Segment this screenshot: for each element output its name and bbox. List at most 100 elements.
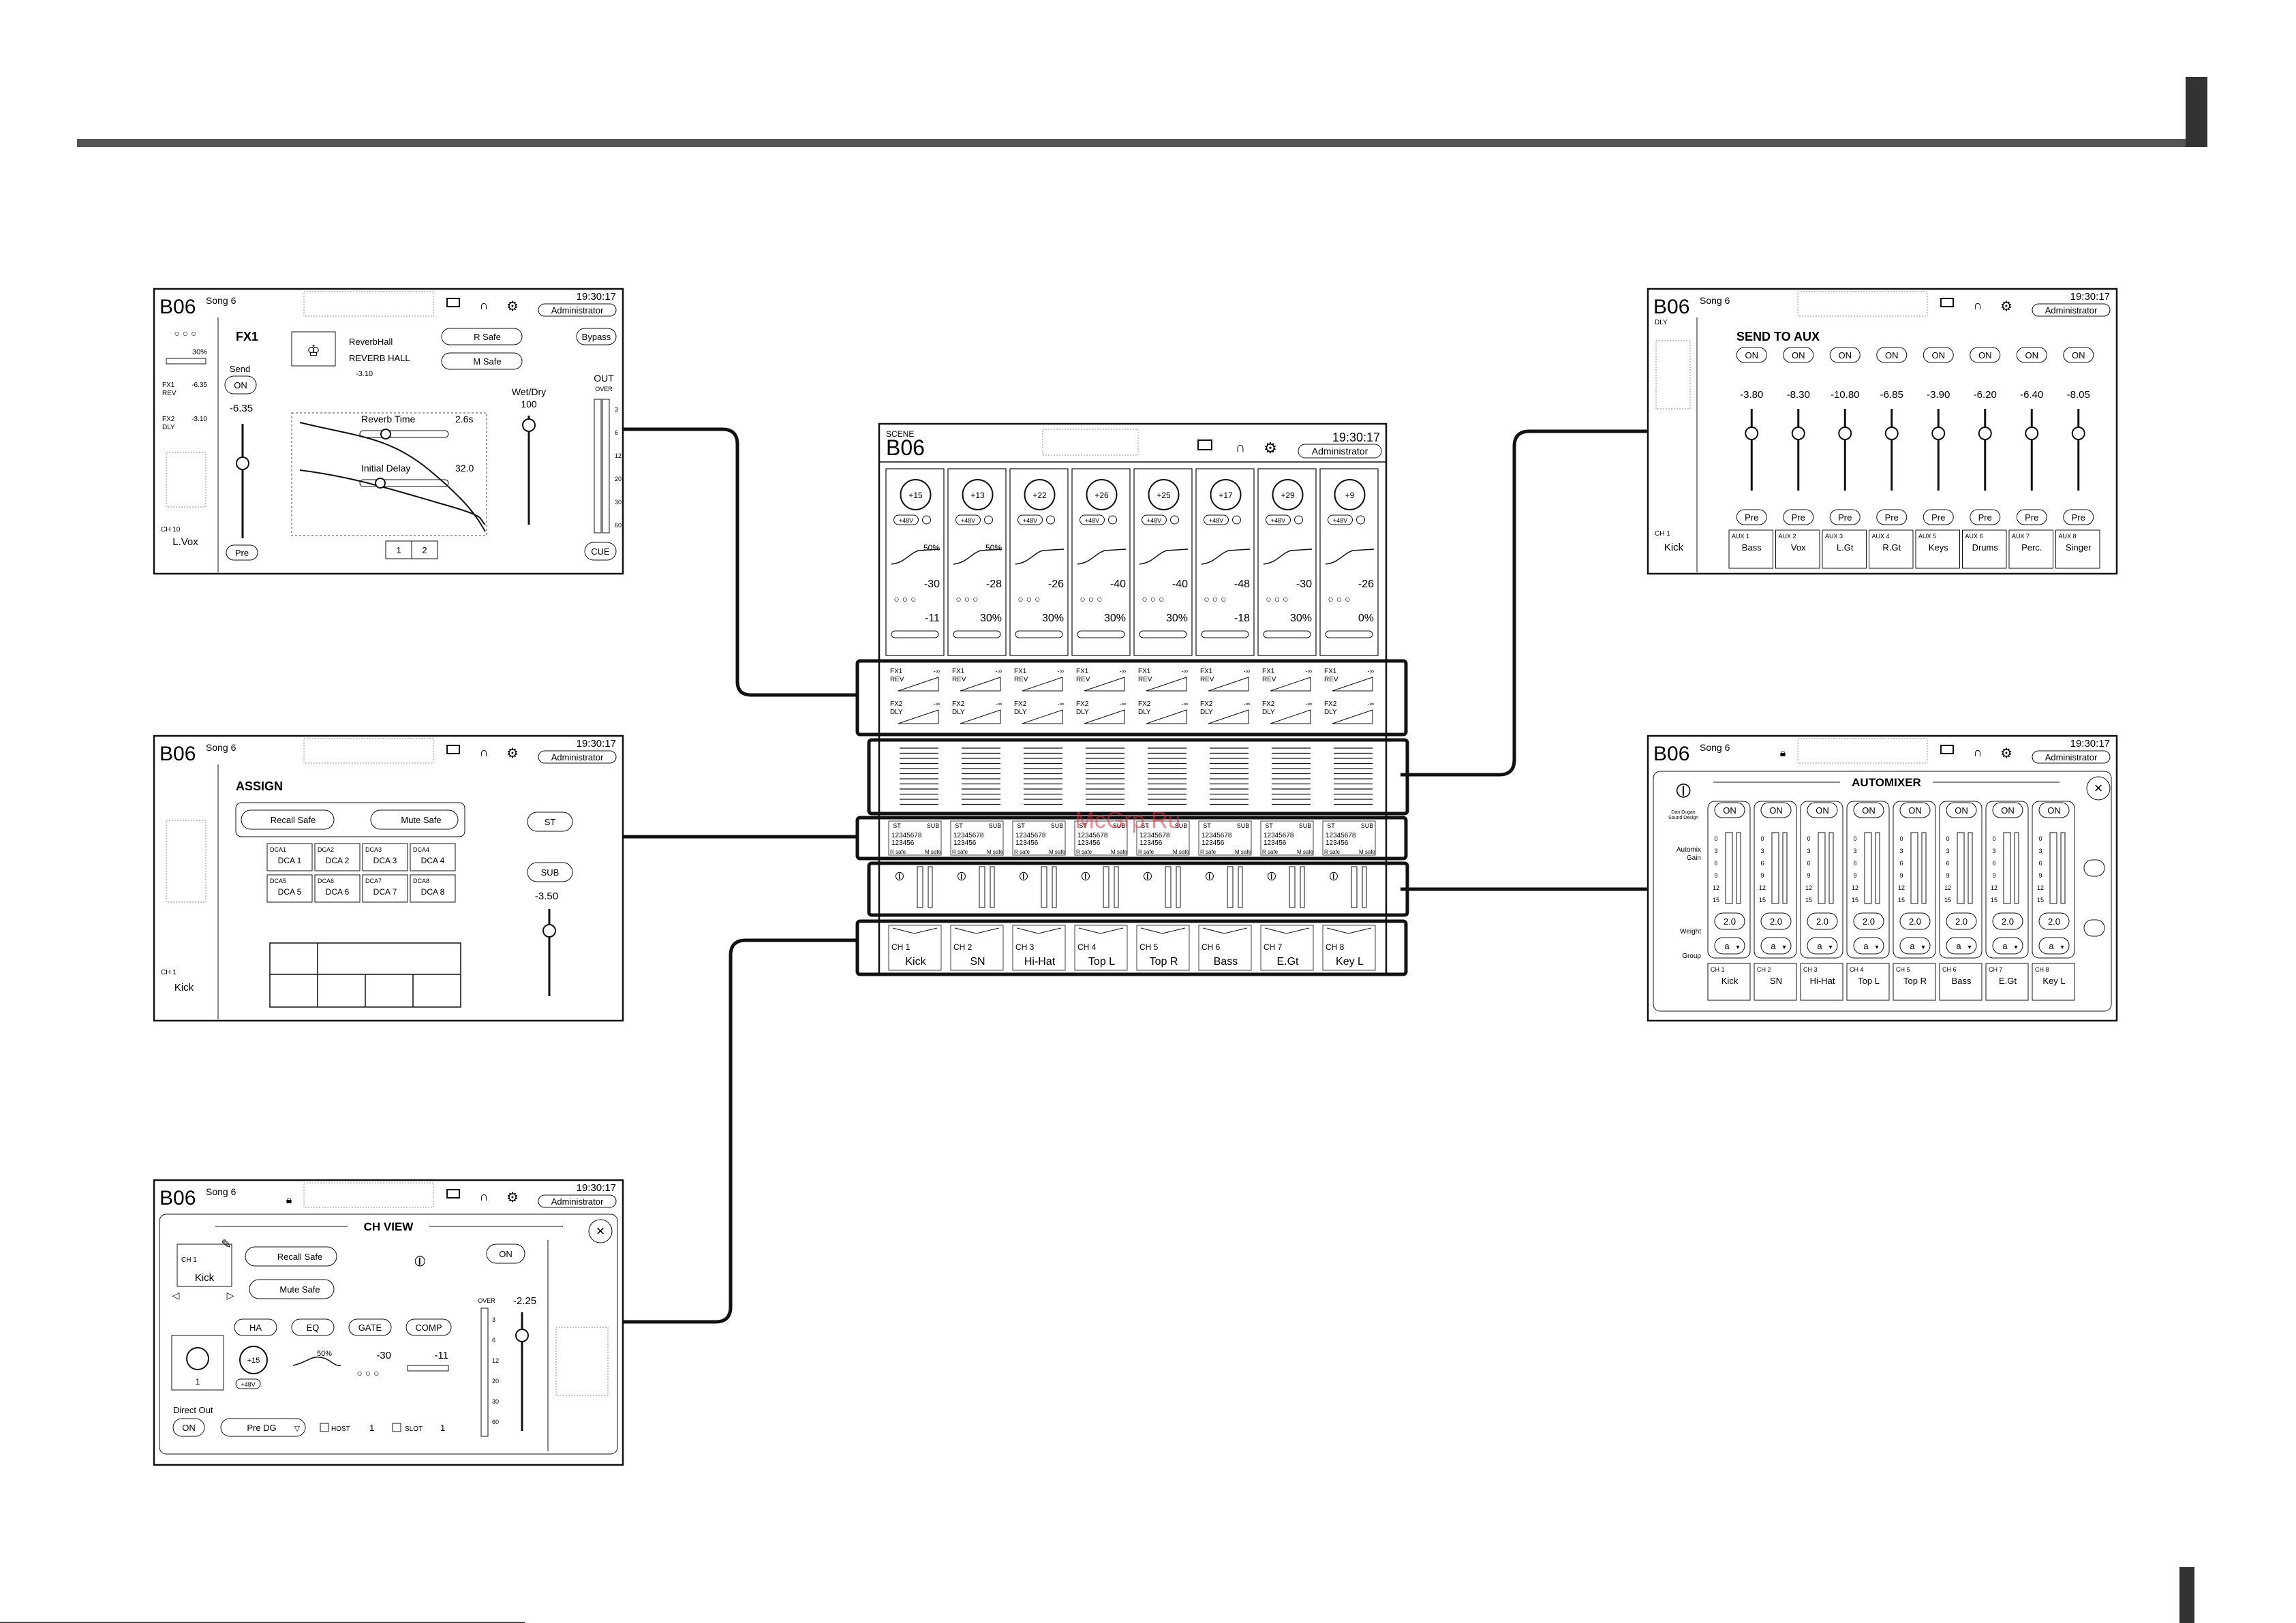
automix-group-button[interactable] [1899, 937, 1931, 955]
assign-st-button[interactable] [527, 812, 573, 832]
aux-pre-button[interactable] [1876, 509, 1908, 525]
automix-on-button[interactable] [2038, 802, 2070, 818]
chview-mute-safe-button[interactable] [249, 1279, 335, 1299]
chview-user-button[interactable] [538, 1194, 617, 1208]
assign-recall-safe-button[interactable] [241, 809, 335, 830]
automix-group-button[interactable] [1992, 937, 2023, 955]
aux-on-button[interactable] [1829, 347, 1861, 363]
fx1-wetdry-fader[interactable] [522, 418, 536, 432]
automix-user-button[interactable] [2032, 750, 2111, 764]
aux-pre-button[interactable] [1829, 509, 1861, 525]
assign-box[interactable] [1074, 820, 1128, 856]
dugan-icon[interactable]: ⦶ [1143, 869, 1152, 883]
fx2-send-ramp[interactable] [1022, 709, 1063, 724]
automix-name-box[interactable] [1939, 963, 1983, 1001]
aux-fader[interactable] [1838, 427, 1852, 440]
headphone-icon[interactable]: ∩ [480, 745, 489, 759]
fx1-user-button[interactable] [538, 303, 617, 317]
fx2-send-ramp[interactable] [898, 709, 939, 724]
chevron-right-icon[interactable]: ▷ [227, 1290, 234, 1301]
automix-name-box[interactable] [1893, 963, 1936, 1001]
chview-on-button[interactable] [486, 1243, 525, 1264]
dca-button[interactable] [362, 843, 408, 871]
automix-group-button[interactable] [1714, 937, 1745, 955]
assign-box[interactable] [1198, 820, 1252, 856]
aux-user-button[interactable] [2032, 303, 2111, 317]
headphone-icon[interactable]: ∩ [1974, 298, 1983, 312]
phantom-button[interactable] [955, 514, 981, 525]
name-box[interactable] [1260, 925, 1314, 971]
fx1-send-fader[interactable] [236, 457, 249, 470]
assign-sub-button[interactable] [527, 862, 573, 882]
assign-mute-safe-button[interactable] [370, 809, 459, 830]
fx2-send-ramp[interactable] [1332, 709, 1373, 724]
automix-side-button-2[interactable] [2083, 919, 2105, 937]
automix-fader[interactable] [1227, 866, 1234, 908]
fx1-reverb-time-knob[interactable] [380, 429, 391, 439]
aux-name-box[interactable] [1869, 529, 1914, 569]
phase-icon[interactable] [1170, 515, 1179, 525]
fx1-reverb-time-slider[interactable] [359, 430, 449, 438]
recorder-icon[interactable] [1940, 298, 1954, 307]
aux-fader[interactable] [2071, 427, 2085, 440]
aux-fader[interactable] [1978, 427, 1992, 440]
automix-gain-fader[interactable] [1864, 832, 1872, 904]
dugan-icon[interactable]: ⦶ [1205, 869, 1214, 883]
aux-pre-button[interactable] [2016, 509, 2047, 525]
chview-pre-dg-select[interactable] [220, 1418, 306, 1437]
fx1-cue-button[interactable] [584, 542, 617, 561]
automix-side-button-1[interactable] [2083, 859, 2105, 877]
gain-knob[interactable] [1272, 479, 1304, 510]
headphone-icon[interactable]: ∩ [480, 298, 489, 312]
automix-name-box[interactable] [1707, 963, 1751, 1001]
automix-weight-button[interactable] [1760, 912, 1792, 930]
fx1-effect-icon[interactable] [291, 331, 336, 367]
dugan-icon[interactable]: ⦶ [1267, 869, 1276, 883]
automix-group-button[interactable] [1853, 937, 1884, 955]
phantom-button[interactable] [893, 514, 919, 525]
name-box[interactable] [950, 925, 1004, 971]
chview-fader[interactable] [515, 1329, 529, 1342]
automix-name-box[interactable] [1800, 963, 1843, 1001]
aux-name-box[interactable] [1775, 529, 1820, 569]
automix-fader[interactable] [1289, 866, 1296, 908]
automix-on-button[interactable] [1899, 802, 1931, 818]
aux-name-box[interactable] [2008, 529, 2053, 569]
recorder-icon[interactable] [446, 298, 460, 307]
automix-on-button[interactable] [1760, 802, 1792, 818]
gain-knob[interactable] [900, 479, 932, 510]
aux-on-button[interactable] [1970, 347, 2001, 363]
name-box[interactable] [1322, 925, 1376, 971]
aux-fader[interactable] [2025, 427, 2039, 440]
aux-fader[interactable] [1884, 427, 1899, 440]
fx1-send-ramp[interactable] [1146, 677, 1187, 692]
aux-name-box[interactable] [2055, 529, 2100, 569]
gear-icon[interactable]: ⚙ [506, 299, 519, 314]
aux-name-box[interactable] [1915, 529, 1960, 569]
gain-knob[interactable] [1334, 479, 1366, 510]
automix-on-button[interactable] [1946, 802, 1977, 818]
dugan-icon[interactable]: ⦶ [1329, 869, 1338, 883]
fx2-send-ramp[interactable] [1208, 709, 1249, 724]
chview-ha-button[interactable] [234, 1318, 277, 1336]
automix-fader[interactable] [1165, 866, 1172, 908]
aux-pre-button[interactable] [1923, 509, 1954, 525]
automix-gain-fader[interactable] [1957, 832, 1965, 904]
chview-ch-box[interactable] [177, 1243, 232, 1287]
fx2-send-ramp[interactable] [1084, 709, 1125, 724]
automix-group-button[interactable] [1946, 937, 1977, 955]
assign-box[interactable] [1136, 820, 1190, 856]
dca-button[interactable] [266, 874, 313, 903]
chview-eq-button[interactable] [291, 1318, 335, 1336]
fx1-send-ramp[interactable] [1208, 677, 1249, 692]
aux-fader[interactable] [1931, 427, 1946, 440]
dca-button[interactable] [314, 843, 361, 871]
automix-on-button[interactable] [1992, 802, 2023, 818]
chview-gate-button[interactable] [348, 1318, 392, 1336]
fx1-send-on-button[interactable] [224, 375, 257, 395]
dugan-icon[interactable]: ⦶ [957, 869, 966, 883]
phantom-button[interactable] [1328, 514, 1353, 525]
automix-gain-fader[interactable] [1910, 832, 1918, 904]
fx1-rsafe-button[interactable] [441, 328, 523, 345]
aux-pre-button[interactable] [1970, 509, 2001, 525]
